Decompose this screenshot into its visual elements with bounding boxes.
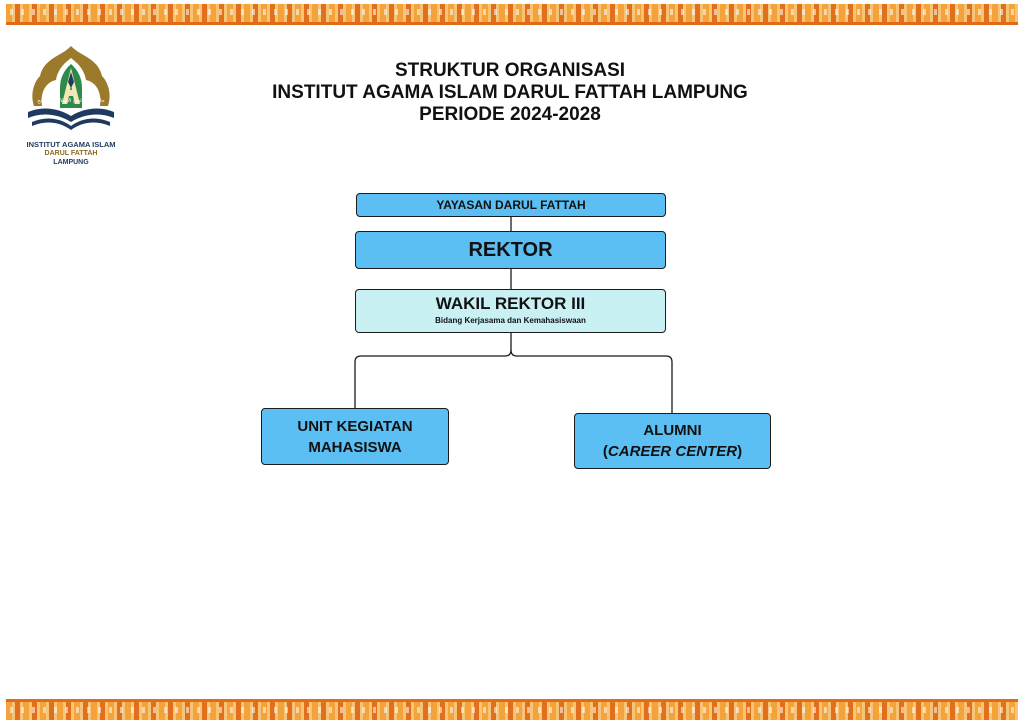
connector-wakil-alumni [510, 349, 673, 413]
paren-open: ( [602, 443, 608, 460]
node-rektor-label: REKTOR [468, 239, 553, 261]
paren-close: ) [737, 443, 743, 460]
title-line-3: PERIODE 2024-2028 [419, 104, 601, 125]
institution-logo: جامعة دار الفتح الإسلامية لامبونج INSTIT… [22, 42, 120, 170]
logo-line-3: LAMPUNG [53, 159, 89, 166]
node-alumni: ALUMNI (CAREER CENTER) [574, 413, 771, 469]
bottom-ornament-border [6, 699, 1018, 720]
node-ukm-line-2: MAHASISWA [308, 439, 402, 456]
page-title: STRUKTUR ORGANISASI INSTITUT AGAMA ISLAM… [200, 60, 820, 126]
node-yayasan: YAYASAN DARUL FATTAH [356, 193, 666, 217]
node-wakil-rektor-label: WAKIL REKTOR III [435, 294, 586, 313]
connector-wakil-ukm [354, 333, 512, 408]
title-line-1: STRUKTUR ORGANISASI [394, 60, 626, 81]
logo-arabic-text: جامعة دار الفتح الإسلامية لامبونج [37, 98, 104, 104]
top-ornament-border [6, 4, 1018, 25]
logo-line-1: INSTITUT AGAMA ISLAM [26, 140, 116, 149]
node-ukm-line-1: UNIT KEGIATAN [297, 418, 413, 435]
node-ukm: UNIT KEGIATAN MAHASISWA [261, 408, 449, 465]
node-alumni-line-2: (CAREER CENTER) [575, 441, 770, 462]
title-line-2: INSTITUT AGAMA ISLAM DARUL FATTAH LAMPUN… [272, 82, 748, 103]
node-wakil-rektor-subtitle: Bidang Kerjasama dan Kemahasiswaan [435, 316, 586, 325]
node-yayasan-label: YAYASAN DARUL FATTAH [436, 198, 586, 212]
node-wakil-rektor: WAKIL REKTOR III Bidang Kerjasama dan Ke… [355, 289, 666, 333]
logo-emblem-icon: جامعة دار الفتح الإسلامية لامبونج [28, 46, 114, 130]
logo-line-2: DARUL FATTAH [44, 150, 98, 157]
node-rektor: REKTOR [355, 231, 666, 269]
node-alumni-line-1: ALUMNI [643, 422, 702, 439]
career-center-label: CAREER CENTER [607, 443, 738, 460]
